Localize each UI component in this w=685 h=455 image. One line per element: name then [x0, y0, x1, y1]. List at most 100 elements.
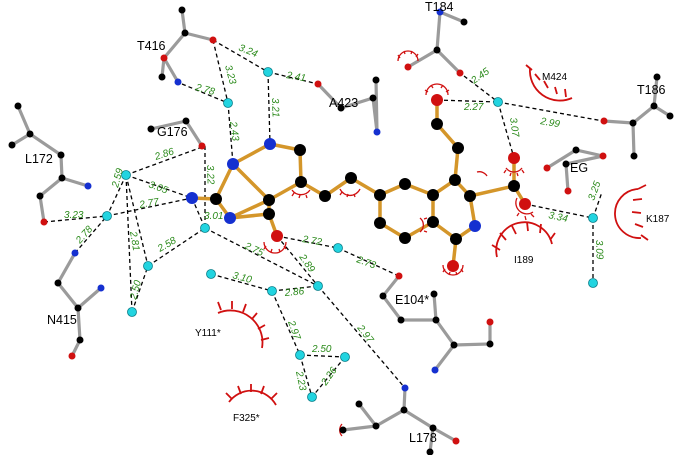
- arc-k187: [614, 184, 649, 241]
- dist-label: 2.41: [284, 70, 306, 84]
- carbon-atom: [460, 18, 468, 26]
- carbon-atom: [562, 160, 570, 168]
- carbon-atom: [450, 341, 458, 349]
- oxygen-atom: [452, 437, 460, 445]
- water-molecule: [307, 392, 317, 402]
- label-n415: N415: [47, 313, 77, 327]
- oxygen-atom: [314, 80, 322, 88]
- carbon-atom: [57, 151, 65, 159]
- nitrogen-atom: [373, 128, 381, 136]
- carbon-atom: [8, 141, 16, 149]
- oxygen-atom: [543, 164, 551, 172]
- dist-label: 2.50: [311, 344, 332, 355]
- dist-label: 3.10: [231, 270, 253, 286]
- nitrogen-atom: [71, 249, 79, 257]
- label-f325: F325*: [233, 413, 260, 424]
- label-t184: T184: [425, 0, 454, 14]
- oxygen-atom: [508, 152, 520, 164]
- water-molecule: [223, 98, 233, 108]
- dist-label: 2.81: [127, 230, 141, 252]
- dist-label: 2.78: [193, 82, 216, 98]
- label-m424: M424: [542, 72, 567, 83]
- dist-label: 3.09: [593, 240, 605, 260]
- oxygen-atom: [599, 152, 607, 160]
- dist-label: 2.72: [300, 234, 322, 248]
- carbon-atom: [294, 144, 306, 156]
- oxygen-atom: [456, 69, 464, 77]
- carbon-atom: [74, 304, 82, 312]
- label-y111: Y111*: [195, 328, 221, 339]
- dist-label: 2.78: [73, 224, 95, 247]
- dist-label: 2.58: [155, 235, 179, 255]
- water-molecule: [143, 261, 153, 271]
- nitrogen-atom: [84, 182, 92, 190]
- dist-label: 3.23: [222, 64, 238, 86]
- water-molecule: [493, 97, 503, 107]
- oxygen-atom: [198, 142, 206, 150]
- nitrogen-atom: [469, 220, 481, 232]
- label-t186: T186: [637, 83, 666, 97]
- carbon-atom: [263, 208, 275, 220]
- nitrogen-atom: [227, 158, 239, 170]
- atoms-layer: [8, 6, 674, 455]
- dist-label: 2.99: [538, 116, 560, 130]
- carbon-atom: [399, 178, 411, 190]
- dist-label: 3.07: [507, 117, 521, 138]
- residue-labels: T416 T184 T186 A423 M424 G176 L172 EG K1…: [25, 0, 670, 445]
- nitrogen-atom: [97, 284, 105, 292]
- carbon-atom: [486, 340, 494, 348]
- carbon-atom: [374, 189, 386, 201]
- label-t416: T416: [137, 39, 166, 53]
- carbon-atom: [178, 6, 186, 14]
- dist-label: 2.59: [110, 167, 126, 190]
- dist-label: 2.97: [285, 318, 302, 341]
- carbon-atom: [429, 424, 437, 432]
- carbon-atom: [345, 172, 357, 184]
- carbon-atom: [666, 112, 674, 120]
- oxygen-atom: [271, 230, 283, 242]
- nitrogen-atom: [431, 366, 439, 374]
- oxygen-atom: [447, 260, 459, 272]
- carbon-atom: [355, 400, 363, 408]
- water-molecule: [263, 67, 273, 77]
- carbon-atom: [452, 142, 464, 154]
- water-molecule: [313, 281, 323, 291]
- dist-label: 2.43: [227, 120, 241, 142]
- dist-label: 2.86: [283, 286, 305, 299]
- dist-label: 3.01: [204, 211, 223, 222]
- carbon-atom: [430, 290, 438, 298]
- oxygen-atom: [564, 187, 572, 195]
- carbon-atom: [399, 232, 411, 244]
- dist-label: 3.24: [237, 43, 260, 61]
- residue-bonds: [10, 8, 672, 454]
- label-eg: EG: [570, 161, 588, 175]
- carbon-atom: [508, 180, 520, 192]
- carbon-atom: [26, 130, 34, 138]
- carbon-atom: [158, 73, 166, 81]
- dist-label: 3.25: [586, 180, 603, 202]
- label-l178: L178: [409, 431, 437, 445]
- label-i189: I189: [514, 255, 534, 266]
- carbon-atom: [433, 46, 441, 54]
- carbon-atom: [372, 76, 380, 84]
- arc-f325: [225, 384, 278, 406]
- dist-label: 3.05: [147, 179, 169, 196]
- dist-label: 2.97: [354, 322, 376, 345]
- dist-label: 2.73: [354, 254, 377, 271]
- water-molecule: [206, 269, 216, 279]
- carbon-atom: [426, 448, 434, 455]
- label-e104: E104*: [395, 293, 429, 307]
- ligand-bonds: [190, 98, 527, 268]
- water-molecule: [121, 170, 131, 180]
- carbon-atom: [76, 336, 84, 344]
- carbon-atom: [379, 292, 387, 300]
- nitrogen-atom: [174, 78, 182, 86]
- arc-m424: [525, 64, 573, 102]
- water-molecule: [267, 286, 277, 296]
- dist-label: 2.23: [293, 369, 308, 392]
- carbon-atom: [181, 29, 189, 37]
- carbon-atom: [36, 192, 44, 200]
- oxygen-atom: [68, 352, 76, 360]
- carbon-atom: [431, 118, 443, 130]
- carbon-atom: [210, 193, 222, 205]
